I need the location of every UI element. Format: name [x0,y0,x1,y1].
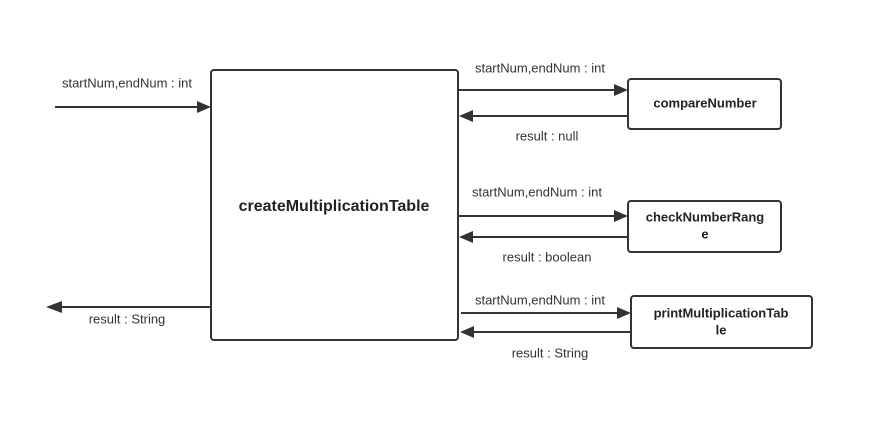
node-check-number-range-box [627,200,782,253]
node-compare-number-box [627,78,782,130]
edge-to-print-multiplication-table-label: startNum,endNum : int [475,292,605,307]
edge-input-label: startNum,endNum : int [62,75,192,90]
edge-input: startNum,endNum : int [55,75,211,113]
edge-to-print-multiplication-table-arrowhead [617,307,631,319]
edge-to-check-number-range-arrowhead [614,210,628,222]
edge-to-compare-number-arrowhead [614,84,628,96]
node-check-number-range[interactable]: checkNumberRang e [627,200,782,253]
node-print-multiplication-table-label-line2: le [716,322,727,337]
edge-output-label: result : String [89,311,166,326]
edge-to-check-number-range-label: startNum,endNum : int [472,184,602,199]
edge-to-compare-number-label: startNum,endNum : int [475,60,605,75]
edge-output-arrowhead [46,301,62,313]
node-print-multiplication-table-label-line1: printMultiplicationTab [654,305,789,320]
edge-from-compare-number: result : null [459,110,628,143]
edge-to-check-number-range: startNum,endNum : int [459,184,628,222]
edge-output: result : String [46,301,211,326]
node-print-multiplication-table-box [630,295,813,349]
edge-from-check-number-range: result : boolean [459,231,628,264]
node-create-multiplication-table-box [210,69,459,341]
node-create-multiplication-table-label: createMultiplicationTable [239,198,430,215]
edge-input-arrowhead [197,101,211,113]
node-check-number-range-label-line2: e [701,226,708,241]
edge-from-print-multiplication-table-label: result : String [512,345,589,360]
node-compare-number-label: compareNumber [653,95,756,110]
edge-from-compare-number-arrowhead [459,110,473,122]
node-create-multiplication-table[interactable]: createMultiplicationTable [210,69,459,341]
node-compare-number[interactable]: compareNumber [627,78,782,130]
edge-to-compare-number: startNum,endNum : int [459,60,628,96]
node-print-multiplication-table[interactable]: printMultiplicationTab le [630,295,813,349]
edge-from-compare-number-label: result : null [516,128,579,143]
edge-from-print-multiplication-table: result : String [460,326,631,360]
edge-from-check-number-range-label: result : boolean [503,249,592,264]
node-check-number-range-label-line1: checkNumberRang [646,209,765,224]
edge-to-print-multiplication-table: startNum,endNum : int [461,292,631,319]
edge-from-print-multiplication-table-arrowhead [460,326,474,338]
edge-from-check-number-range-arrowhead [459,231,473,243]
